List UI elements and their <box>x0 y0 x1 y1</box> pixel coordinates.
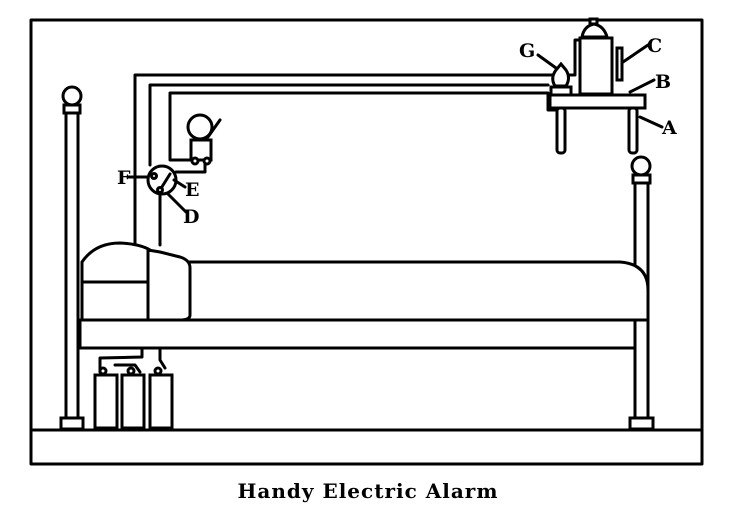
shelf-apparatus <box>548 17 647 155</box>
pillow <box>80 241 192 322</box>
leader-lines <box>126 43 664 214</box>
label-f: F <box>117 167 131 189</box>
label-g: G <box>519 40 535 62</box>
bed-rail <box>78 318 637 350</box>
mattress <box>183 260 650 322</box>
batteries <box>93 346 174 430</box>
label-a: A <box>661 117 677 139</box>
label-d: D <box>183 206 199 228</box>
picture-frame <box>29 18 704 466</box>
small-bell <box>186 113 222 166</box>
switch <box>146 164 178 196</box>
left-bed-post <box>59 85 85 431</box>
label-b: B <box>655 71 671 93</box>
caption: Handy Electric Alarm <box>238 479 499 503</box>
label-c: C <box>647 35 662 57</box>
label-e: E <box>185 179 199 201</box>
